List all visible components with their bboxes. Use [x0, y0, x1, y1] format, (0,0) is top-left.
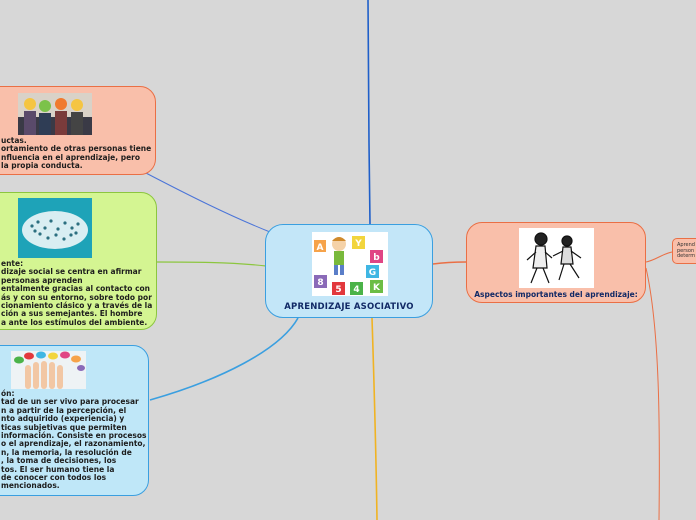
- child-figure: [332, 237, 346, 275]
- block-5-letter: 8: [317, 278, 323, 288]
- link-top: [367, 0, 371, 225]
- letter-blocks-image: A Y b G 8 5 4 K: [312, 232, 388, 296]
- node-ambiente[interactable]: ente: dizaje social se centra en afirmar…: [0, 192, 157, 330]
- link-aspectos: [432, 261, 467, 265]
- link-aspectos-down: [645, 267, 660, 520]
- block-8-letter: K: [373, 283, 381, 293]
- sub-text: Aprend person determ: [677, 242, 696, 260]
- face-2: [39, 100, 51, 112]
- block-4-letter: G: [369, 268, 376, 278]
- central-title: APRENDIZAJE ASOCIATIVO: [284, 302, 414, 312]
- link-cognicion: [149, 317, 299, 401]
- block-7-letter: 4: [353, 285, 359, 295]
- node-aprendizaje-sub[interactable]: Aprend person determ: [672, 238, 696, 264]
- link-ambiente: [156, 261, 267, 267]
- conductas-text: uctas. ortamiento de otras personas tien…: [1, 136, 152, 171]
- block-1-letter: A: [317, 243, 324, 253]
- hands-bubbles-image: [11, 351, 86, 389]
- node-conductas[interactable]: uctas. ortamiento de otras personas tien…: [0, 86, 156, 175]
- face-1: [24, 98, 36, 110]
- cognicion-text: ón: tad de un ser vivo para procesar n a…: [1, 389, 147, 491]
- link-bottom: [371, 317, 378, 520]
- ambiente-text: ente: dizaje social se centra en afirmar…: [1, 259, 153, 327]
- block-8: [370, 280, 383, 293]
- crowd-image: [18, 198, 92, 258]
- central-node[interactable]: A Y b G 8 5 4 K APRENDIZAJE ASOCIATIVO: [265, 224, 433, 318]
- block-3: [370, 250, 383, 263]
- emoji-faces-image: [18, 93, 92, 135]
- block-4: [366, 265, 379, 278]
- block-6-letter: 5: [335, 285, 341, 295]
- face-3: [55, 98, 67, 110]
- link-sub: [645, 251, 673, 263]
- node-aspectos[interactable]: Aspectos importantes del aprendizaje:: [466, 222, 646, 303]
- aspectos-label: Aspectos importantes del aprendizaje:: [474, 290, 638, 299]
- node-cognicion[interactable]: ón: tad de un ser vivo para procesar n a…: [0, 345, 149, 496]
- block-2: [352, 236, 365, 249]
- link-conductas: [143, 171, 271, 233]
- block-6: [332, 282, 345, 295]
- block-1: [314, 240, 326, 252]
- block-5: [314, 275, 327, 288]
- boys-drawing-image: [519, 228, 594, 288]
- block-2-letter: Y: [354, 239, 362, 249]
- block-3-letter: b: [373, 253, 380, 263]
- block-7: [350, 282, 363, 295]
- face-4: [71, 99, 83, 111]
